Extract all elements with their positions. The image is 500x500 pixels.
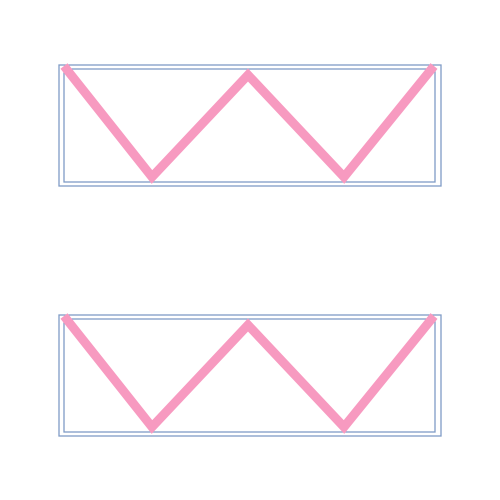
zigzag-figure-bottom (58, 313, 442, 437)
zigzag-figure-top (58, 63, 442, 187)
outer-box (58, 314, 442, 437)
inner-box (63, 68, 436, 183)
inner-box (63, 318, 436, 433)
outer-box (58, 64, 442, 187)
zigzag-line (60, 313, 438, 434)
zigzag-line (60, 63, 438, 184)
